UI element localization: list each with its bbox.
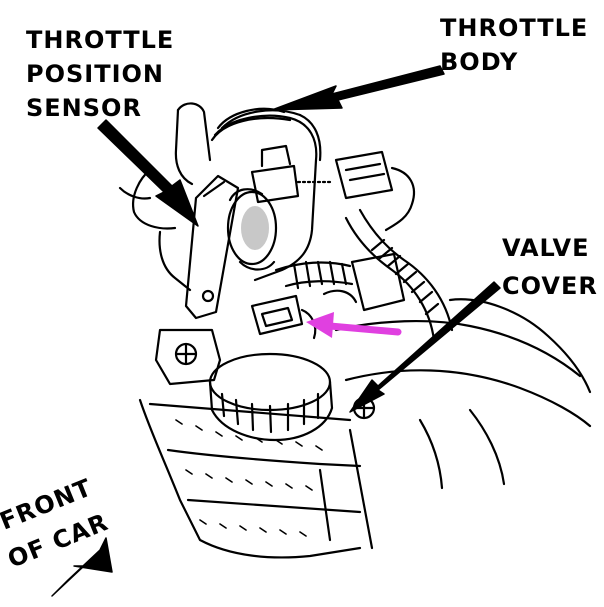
- tps-plate: [184, 174, 240, 320]
- tps-label-line-2: POSITION: [26, 60, 164, 88]
- oil-filler-cap: [208, 352, 332, 412]
- throttle-body-label-line-1: THROTTLE: [440, 14, 588, 42]
- front-of-car-arrow: [51, 537, 113, 597]
- engine-drawing: [118, 102, 592, 559]
- label-valve-cover: VALVE COVER: [502, 234, 598, 300]
- throttle-body-housing: [213, 114, 318, 282]
- valve-cover-label-line-1: VALVE: [502, 234, 589, 262]
- tps-label-line-3: SENSOR: [26, 94, 142, 122]
- tps-connector: [250, 294, 304, 336]
- throttle-body-arrow: [271, 65, 445, 111]
- tps-label-line-1: THROTTLE: [26, 26, 174, 54]
- tps-arrow: [97, 119, 199, 227]
- valve-cover-label-line-2: COVER: [502, 272, 598, 300]
- throttle-body-label-line-2: BODY: [440, 48, 518, 76]
- label-throttle-position-sensor: THROTTLE POSITION SENSOR: [26, 26, 174, 122]
- highlight-arrow: [306, 312, 402, 338]
- wiring-harness: [358, 208, 454, 332]
- valve-cover-arrow: [349, 281, 501, 413]
- valve-cover: [334, 319, 582, 378]
- label-throttle-body: THROTTLE BODY: [440, 14, 588, 76]
